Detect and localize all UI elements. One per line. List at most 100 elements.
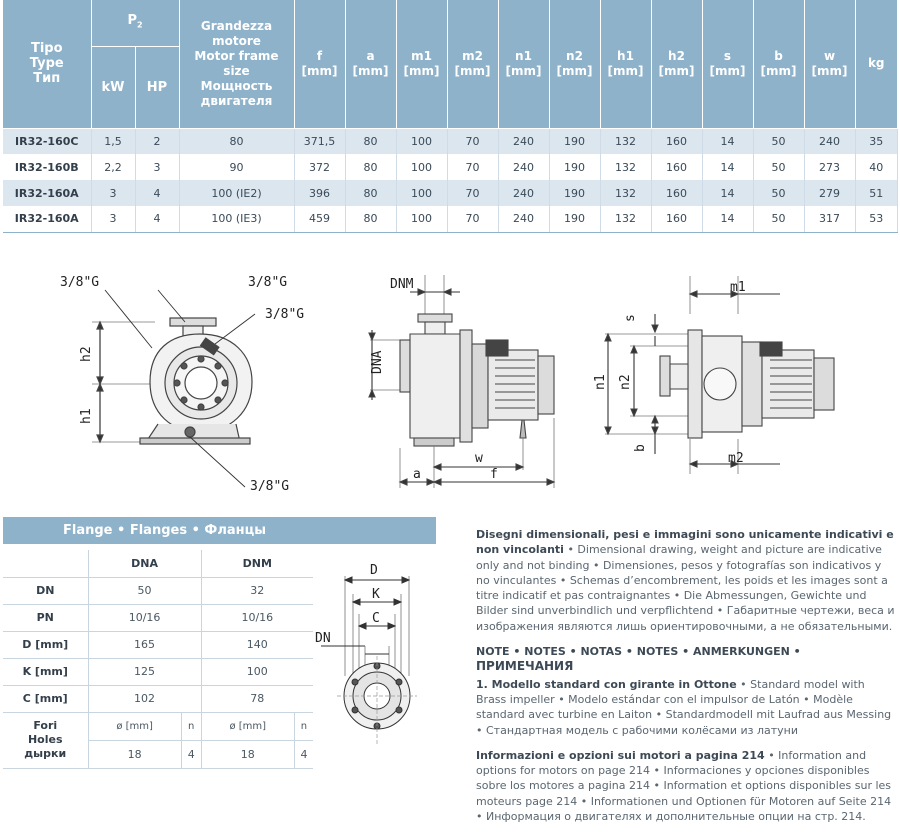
label-g-bottom: 3/8"G xyxy=(250,479,289,494)
value-cell: 3 xyxy=(135,154,180,180)
label-f: f xyxy=(490,467,498,482)
flange-dna-value: 50 xyxy=(88,577,202,605)
value-cell: 240 xyxy=(498,154,550,180)
value-cell: 3 xyxy=(91,206,136,233)
value-cell: 372 xyxy=(294,154,346,180)
value-cell: 132 xyxy=(600,128,652,154)
label-h2: h2 xyxy=(79,346,94,362)
header-motor-frame: Grandezza motore Motor frame size Мощнос… xyxy=(179,0,295,129)
label-w: w xyxy=(475,451,483,466)
value-cell: 132 xyxy=(600,180,652,206)
value-cell: 160 xyxy=(651,180,703,206)
value-cell: 80 xyxy=(345,180,397,206)
value-cell: 317 xyxy=(804,206,856,233)
label-flange-d: D xyxy=(370,563,378,578)
value-cell: 190 xyxy=(549,154,601,180)
value-cell: 240 xyxy=(498,128,550,154)
value-cell: 50 xyxy=(753,128,805,154)
value-cell: 50 xyxy=(753,206,805,233)
label-b: b xyxy=(633,444,648,452)
value-cell: 279 xyxy=(804,180,856,206)
flange-row-label: PN xyxy=(3,604,89,632)
header-n2: n2[mm] xyxy=(549,0,601,129)
value-cell: 3 xyxy=(91,180,136,206)
value-cell: 396 xyxy=(294,180,346,206)
note-1: 1. Modello standard con girante in Otton… xyxy=(476,677,892,737)
value-cell: 132 xyxy=(600,154,652,180)
value-cell: 14 xyxy=(702,206,754,233)
flange-dnm-value: 140 xyxy=(201,631,313,659)
value-cell: 160 xyxy=(651,206,703,233)
disclaimer-paragraph: Disegni dimensionali, pesi e immagini so… xyxy=(476,528,895,633)
value-cell: 100 (IE2) xyxy=(179,180,295,206)
label-s: s xyxy=(623,314,638,322)
label-g-top-right: 3/8"G xyxy=(248,275,287,290)
flange-row-label: DN xyxy=(3,577,89,605)
flange-dna-n: 4 xyxy=(181,740,202,769)
label-n1: n1 xyxy=(593,374,608,390)
header-w: w[mm] xyxy=(804,0,856,129)
value-cell: 371,5 xyxy=(294,128,346,154)
flange-dnm-value: 10/16 xyxy=(201,604,313,632)
header-m1: m1[mm] xyxy=(396,0,448,129)
value-cell: 459 xyxy=(294,206,346,233)
value-cell: 70 xyxy=(447,180,499,206)
flange-dnm-value: 32 xyxy=(201,577,313,605)
flange-dnm-n: 4 xyxy=(294,740,313,769)
value-cell: 14 xyxy=(702,154,754,180)
model-cell: IR32-160C xyxy=(3,128,92,154)
flange-dna-value: 102 xyxy=(88,685,202,713)
label-g-top-left: 3/8"G xyxy=(60,275,99,290)
motor-info-paragraph: Informazioni e opzioni sui motori a pagi… xyxy=(476,748,892,824)
value-cell: 190 xyxy=(549,128,601,154)
flange-row-label: D [mm] xyxy=(3,631,89,659)
value-cell: 70 xyxy=(447,154,499,180)
notes-section: Disegni dimensionali, pesi e immagini so… xyxy=(476,527,896,834)
value-cell: 273 xyxy=(804,154,856,180)
value-cell: 53 xyxy=(855,206,898,233)
label-m1: m1 xyxy=(730,280,746,295)
value-cell: 160 xyxy=(651,154,703,180)
value-cell: 160 xyxy=(651,128,703,154)
header-s: s[mm] xyxy=(702,0,754,129)
value-cell: 50 xyxy=(753,154,805,180)
header-n1: n1[mm] xyxy=(498,0,550,129)
value-cell: 2,2 xyxy=(91,154,136,180)
header-h2: h2[mm] xyxy=(651,0,703,129)
label-flange-dn: DN xyxy=(315,631,331,646)
value-cell: 4 xyxy=(135,180,180,206)
label-a: a xyxy=(413,467,421,482)
pump-side-view-drawing: DNM DNA w a f xyxy=(368,275,556,488)
header-kw: kW xyxy=(91,46,136,129)
value-cell: 132 xyxy=(600,206,652,233)
value-cell: 70 xyxy=(447,128,499,154)
value-cell: 240 xyxy=(804,128,856,154)
value-cell: 80 xyxy=(345,154,397,180)
flange-dnm-value: 100 xyxy=(201,658,313,686)
label-h1: h1 xyxy=(79,408,94,424)
value-cell: 4 xyxy=(135,206,180,233)
value-cell: 14 xyxy=(702,128,754,154)
flange-dna-value: 125 xyxy=(88,658,202,686)
value-cell: 190 xyxy=(549,206,601,233)
value-cell: 100 xyxy=(396,206,448,233)
pump-end-view-drawing: m1 m2 s n1 n2 b xyxy=(593,276,835,474)
header-f: f[mm] xyxy=(294,0,346,129)
flange-dna-dia: 18 xyxy=(88,740,182,769)
value-cell: 100 xyxy=(396,154,448,180)
value-cell: 190 xyxy=(549,180,601,206)
value-cell: 51 xyxy=(855,180,898,206)
value-cell: 80 xyxy=(345,128,397,154)
value-cell: 2 xyxy=(135,128,180,154)
label-n2: n2 xyxy=(618,374,633,390)
flange-holes-label: Fori Holes дырки xyxy=(3,712,89,769)
header-h1: h1[mm] xyxy=(600,0,652,129)
label-dna: DNA xyxy=(370,350,385,374)
